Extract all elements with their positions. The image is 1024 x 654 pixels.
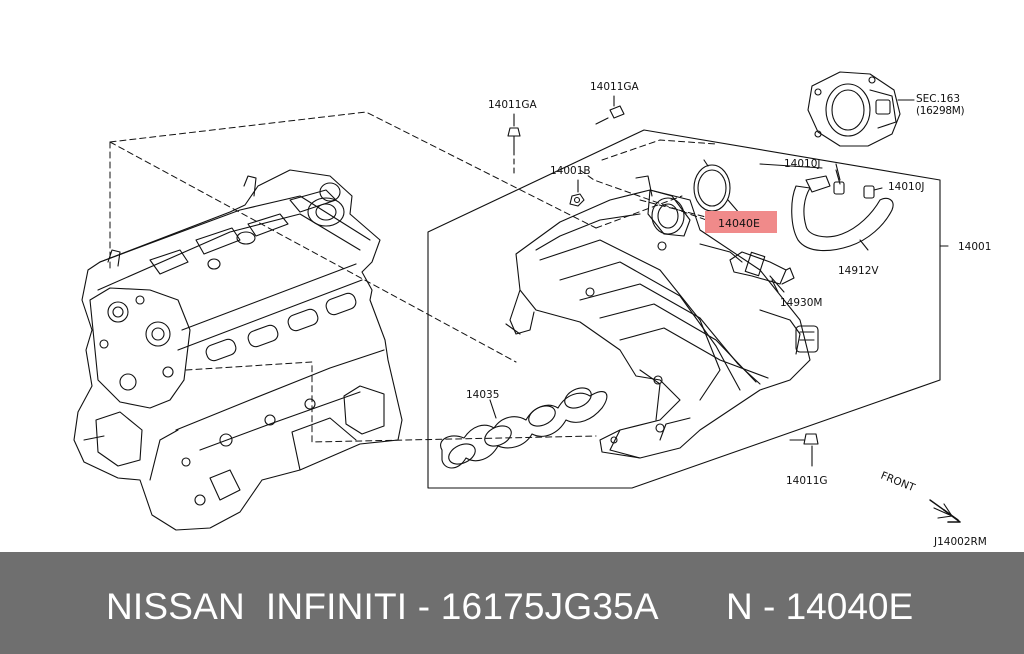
banner-brand-part-number: NISSAN INFINITI - 16175JG35A xyxy=(106,586,659,627)
leader-14010j-stem xyxy=(835,163,841,181)
bolt-14011g xyxy=(789,433,819,467)
highlight-box xyxy=(705,211,777,233)
o-ring-illustration xyxy=(693,159,741,215)
label-14040e: 14040E xyxy=(718,217,760,230)
throttle-body-illustration xyxy=(807,71,915,147)
intake-manifold-illustration xyxy=(505,175,819,459)
leader-14930m xyxy=(769,275,785,293)
part-number-banner: NISSAN INFINITI - 16175JG35A N - 14040E xyxy=(0,552,1024,654)
label-14010j-right: 14010J xyxy=(888,181,925,193)
engine-block-illustration xyxy=(73,169,403,531)
label-16298m: (16298M) xyxy=(916,105,964,117)
hose-illustration xyxy=(791,169,894,252)
label-14010j-left: 14010J xyxy=(784,158,821,170)
label-14930m: 14930M xyxy=(780,297,822,309)
label-front: FRONT xyxy=(879,470,917,495)
label-14011ga-left: 14011GA xyxy=(488,99,538,111)
bolt-14011ga-right xyxy=(595,95,625,125)
gasket-illustration xyxy=(440,387,608,469)
diagram-code: J14002RM xyxy=(933,536,987,548)
valve-illustration xyxy=(729,251,795,293)
head-dashed-boundary xyxy=(109,111,765,443)
banner-diagram-code: N - 14040E xyxy=(726,586,914,627)
label-14001: 14001 xyxy=(958,241,991,253)
nut-14001b xyxy=(569,179,585,207)
intake-manifold-diagram: 14011GA 14011GA 14001B 14040E 14010J 140… xyxy=(73,71,991,548)
label-14001b: 14001B xyxy=(550,165,591,177)
label-14011g: 14011G xyxy=(786,475,828,487)
bolt-14011ga-left xyxy=(507,113,521,177)
front-arrow-icon xyxy=(929,499,961,523)
label-sec163: SEC.163 xyxy=(916,93,960,105)
leader-14010j-left xyxy=(759,163,823,169)
label-14912v: 14912V xyxy=(838,265,879,277)
label-14035: 14035 xyxy=(466,389,499,401)
label-14011ga-right: 14011GA xyxy=(590,81,640,93)
assembly-frame xyxy=(427,129,941,489)
